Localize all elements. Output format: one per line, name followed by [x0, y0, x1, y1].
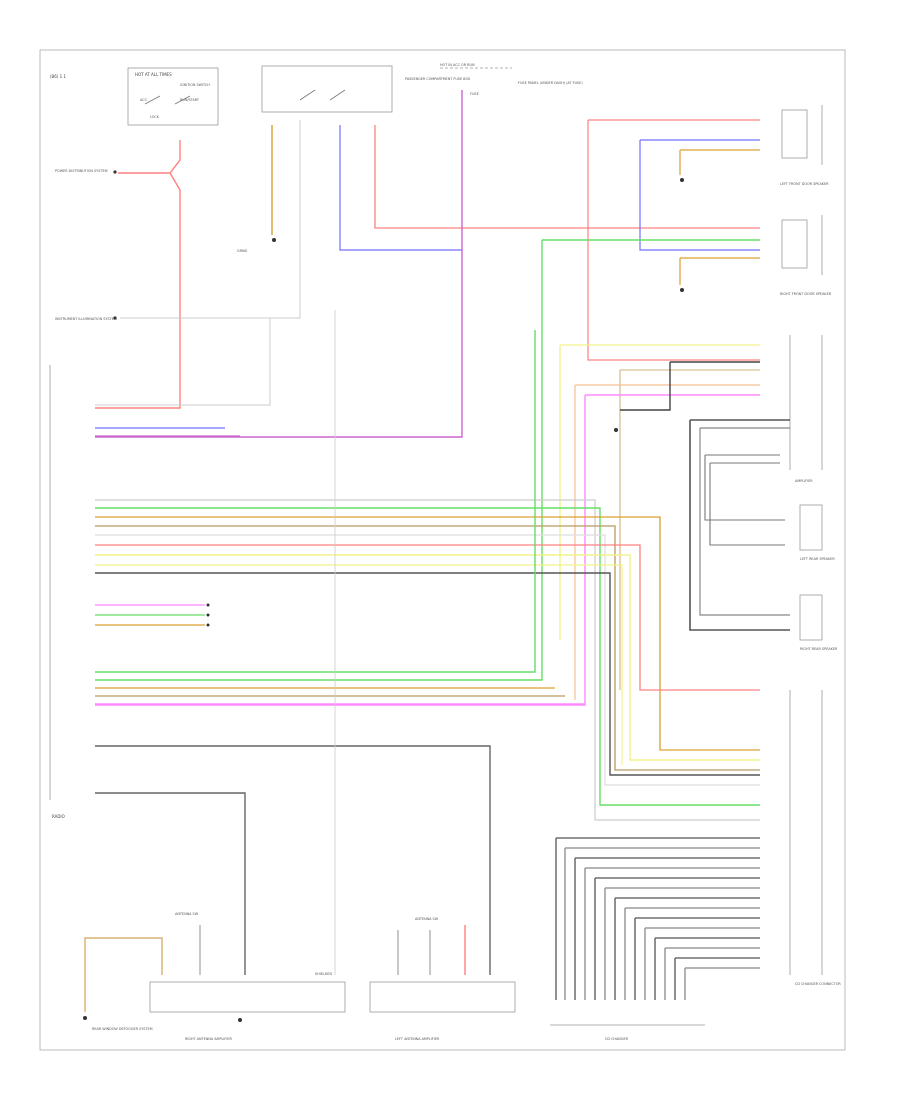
fuse-block-title: HOT IN ACC OR RUN	[440, 63, 475, 67]
ignition-pos-lock: LOCK	[150, 115, 160, 119]
ignition-switch-title: HOT AT ALL TIMES	[135, 72, 172, 77]
fuse-label: FUSE	[470, 92, 479, 96]
right-rear-speaker-box	[799, 594, 823, 641]
wire-harness-1	[95, 499, 760, 821]
ground-symbol	[272, 238, 276, 242]
wire-antenna-left	[95, 745, 491, 975]
antenna-label-right: ANTENNA SW	[175, 912, 199, 916]
wire-gray-rear	[699, 427, 790, 616]
antenna-label-left: ANTENNA SW	[415, 917, 439, 921]
wire-harness-4	[95, 525, 760, 771]
wire-tan-amp	[619, 369, 760, 690]
wire-gray-illum	[120, 120, 301, 319]
left-front-speaker-label: LEFT FRONT DOOR SPEAKER	[780, 182, 829, 186]
ignition-switch-box	[127, 67, 219, 126]
right-antenna-amp-box	[149, 981, 346, 1013]
wire-gray	[95, 318, 271, 406]
instrument-illumination-label: INSTRUMENT ILLUMINATION SYSTEM	[55, 317, 117, 321]
wire-yellow-amp	[559, 344, 760, 640]
relay-contact	[329, 89, 346, 101]
wire-green	[95, 239, 760, 681]
wire-harness-2	[95, 507, 760, 806]
wire-harness-5	[95, 534, 760, 786]
ground-symbol	[614, 428, 618, 432]
left-antenna-amp-box	[369, 981, 516, 1013]
ignition-pos-run: RUN/START	[180, 98, 200, 102]
ground-label: GRND	[237, 249, 248, 253]
wire-rear-left	[704, 454, 785, 546]
connector-dot	[206, 603, 210, 607]
switch-contact	[144, 95, 161, 105]
wire-harness-7	[95, 554, 760, 761]
radio-name: RADIO	[52, 814, 65, 819]
ground-symbol	[680, 178, 684, 182]
wire-red-top	[587, 119, 760, 361]
shielded-label: SHIELDED	[315, 972, 332, 976]
wire-black-amp	[620, 361, 760, 411]
right-antenna-amp-label: RIGHT ANTENNA AMPLIFIER	[185, 1037, 232, 1041]
wire-amp	[574, 384, 760, 700]
fuse-box-name: PASSENGER COMPARTMENT FUSE BOX	[405, 77, 471, 81]
left-antenna-amp-label: LEFT ANTENNA AMPLIFIER	[395, 1037, 440, 1041]
left-rear-speaker-box	[799, 504, 823, 551]
wire-green-lower	[95, 330, 536, 673]
diagram-frame	[39, 49, 846, 1051]
wire-red-right	[374, 125, 760, 229]
switch-contact	[174, 95, 191, 105]
cd-connector-name: CD CHANGER CONNECTOR	[795, 982, 841, 986]
left-front-speaker-box	[781, 109, 808, 159]
wire-red-power	[95, 140, 181, 409]
connector-dot	[113, 170, 117, 174]
wire-harness-8	[95, 572, 760, 776]
connector-dot	[113, 316, 117, 320]
wire-antenna-right	[95, 792, 246, 975]
fuse-box	[261, 65, 393, 113]
wire-pink	[95, 394, 760, 706]
left-rear-speaker-label: LEFT REAR SPEAKER	[800, 557, 835, 561]
wire-black-rear	[689, 419, 790, 631]
right-rear-speaker-label: RIGHT REAR SPEAKER	[800, 647, 838, 651]
page-code-label: (B6) 1.1	[50, 74, 66, 79]
cd-changer-bundle	[555, 837, 760, 1000]
wire-harness-6	[95, 544, 760, 691]
wire-harness-3	[95, 516, 760, 751]
ignition-pos-acc: ACC	[140, 98, 148, 102]
right-front-speaker-box	[781, 219, 808, 269]
wire-purple	[95, 90, 463, 438]
fuse-block-name: FUSE PANEL (UNDER DASH) (AT FUSE)	[518, 81, 583, 85]
right-front-speaker-label: RIGHT FRONT DOOR SPEAKER	[780, 292, 832, 296]
connector-dot	[206, 613, 210, 617]
wire-blue-speaker	[639, 139, 760, 251]
connector-dot	[206, 623, 210, 627]
ignition-switch-name: IGNITION SWITCH	[180, 83, 210, 87]
ground-symbol	[680, 288, 684, 292]
wire-orange-speaker	[679, 149, 760, 285]
ground-symbol	[83, 1016, 87, 1020]
wire-defogger	[84, 937, 163, 1012]
wire-harness-9	[95, 564, 623, 765]
cd-changer-unit-label: CD CHANGER	[605, 1037, 629, 1041]
wire-blue	[339, 125, 462, 251]
amplifier-name: AMPLIFIER	[795, 479, 813, 483]
rear-window-defogger-label: REAR WINDOW DEFOGGER SYSTEM	[92, 1027, 153, 1031]
ground-symbol	[238, 1018, 242, 1022]
power-distribution-label: POWER DISTRIBUTION SYSTEM	[55, 169, 108, 173]
relay-contact	[299, 89, 316, 101]
